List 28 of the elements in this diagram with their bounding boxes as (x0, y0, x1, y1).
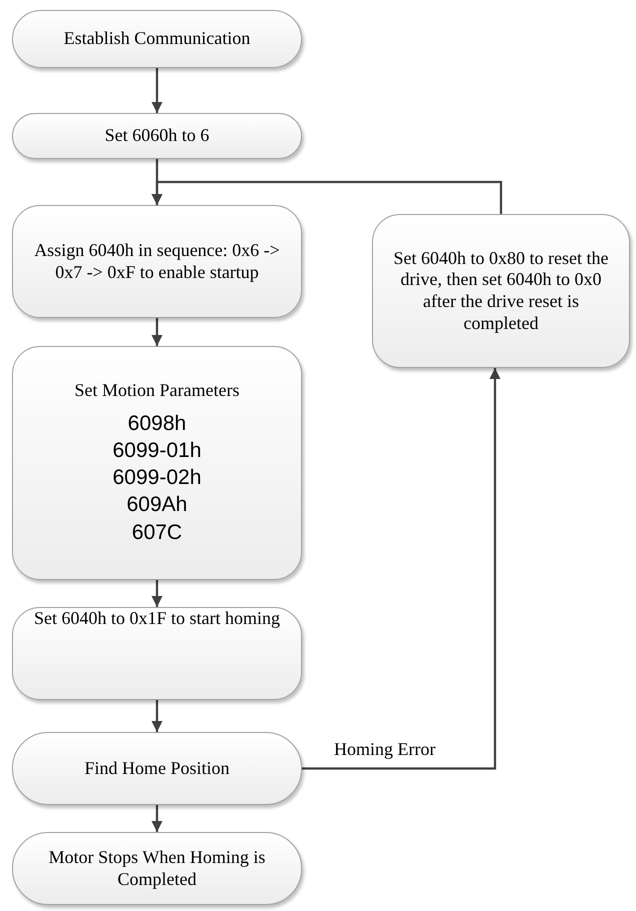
step-text: Establish Communication (64, 28, 250, 50)
process-box (372, 214, 630, 368)
process-box (12, 10, 302, 68)
step-text: Set 6040h to 0x80 to reset the drive, then set 6040h to 0x0 after the drive reset is completed (392, 248, 610, 334)
parameter-text: 607C (132, 520, 182, 546)
process-box (12, 832, 302, 905)
step-text: Assign 6040h in sequence: 0x6 -> 0x7 -> 0xF to enable startup (33, 240, 281, 284)
parameter-text: 6099-01h (112, 438, 202, 464)
arrow (152, 318, 162, 346)
process-box (12, 346, 302, 580)
parameter-text: 6099-02h (112, 465, 202, 492)
arrow (152, 580, 162, 607)
process-box (12, 732, 302, 805)
step-text: Set 6040h to 0x1F to start homing (34, 608, 280, 630)
parameter-text: 6098h (128, 410, 186, 437)
step-text: Set Motion Parameters (74, 380, 240, 402)
process-box (12, 607, 302, 700)
arrow (152, 68, 162, 113)
arrow (152, 700, 162, 732)
step-text: Set 6060h to 6 (104, 125, 210, 147)
process-box (12, 205, 302, 318)
step-text: Motor Stops When Homing is Completed (48, 846, 266, 890)
arrow (302, 368, 500, 770)
arrow (152, 180, 502, 214)
arrow (152, 805, 162, 832)
step-text: Find Home Position (84, 758, 230, 780)
process-box (12, 113, 302, 159)
parameter-text: 609Ah (126, 492, 188, 518)
